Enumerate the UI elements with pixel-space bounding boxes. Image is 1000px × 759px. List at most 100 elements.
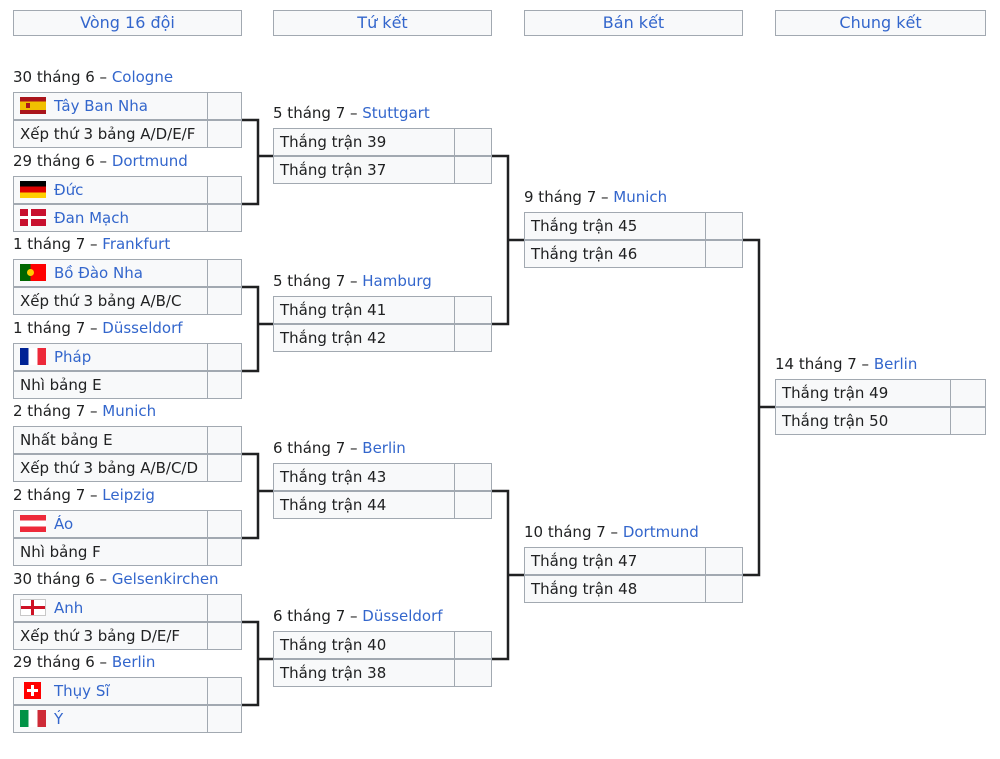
match-date: 9 tháng 7 – [524, 188, 614, 206]
team-score [705, 213, 742, 239]
team-row: Thắng trận 46 [524, 240, 743, 268]
team-score [454, 297, 491, 323]
team-slot: Thắng trận 41 [274, 297, 455, 323]
team-row: Thắng trận 39 [273, 128, 492, 156]
team-score [454, 129, 491, 155]
bracket-connector [242, 620, 273, 707]
bracket-connector [242, 452, 273, 540]
team-score [705, 548, 742, 574]
team-score [705, 241, 742, 267]
venue-link[interactable]: Stuttgart [362, 104, 430, 122]
team-slot[interactable]: Bồ Đào Nha [14, 260, 208, 286]
venue-link[interactable]: Leipzig [102, 486, 155, 504]
match-date: 30 tháng 6 – [13, 570, 112, 588]
match-date: 6 tháng 7 – [273, 439, 363, 457]
team-slot[interactable]: Tây Ban Nha [14, 93, 208, 119]
team-score [207, 372, 241, 398]
team-name: Nhì bảng E [20, 376, 102, 394]
team-name: Tây Ban Nha [54, 97, 148, 115]
france-flag-icon [20, 348, 46, 365]
team-slot[interactable]: Đan Mạch [14, 205, 208, 231]
venue-link[interactable]: Berlin [362, 439, 406, 457]
team-slot[interactable]: Áo [14, 511, 208, 537]
team-row: Thắng trận 38 [273, 659, 492, 687]
match-date: 1 tháng 7 – [13, 319, 103, 337]
team-score [207, 288, 241, 314]
team-slot: Xếp thứ 3 bảng A/B/C [14, 288, 208, 314]
venue-link[interactable]: Dortmund [111, 152, 188, 170]
match-date: 29 tháng 6 – [13, 152, 112, 170]
team-slot: Thắng trận 50 [776, 408, 951, 434]
team-row: Xếp thứ 3 bảng D/E/F [13, 622, 242, 650]
team-row: Đức [13, 176, 242, 204]
team-row: Nhất bảng E [13, 426, 242, 454]
venue-link[interactable]: Gelsenkirchen [111, 570, 219, 588]
team-score [207, 539, 241, 565]
austria-flag-icon [20, 515, 46, 532]
team-row: Thắng trận 37 [273, 156, 492, 184]
team-slot: Thắng trận 43 [274, 464, 455, 490]
team-score [454, 632, 491, 658]
germany-flag-icon [20, 181, 46, 198]
venue-link[interactable]: Munich [102, 402, 157, 420]
england-flag-icon [20, 599, 46, 616]
team-name: Thắng trận 47 [531, 552, 638, 570]
match-date-venue: 2 tháng 7 – Leipzig [13, 485, 155, 505]
team-name: Thắng trận 41 [280, 301, 387, 319]
team-name: Thắng trận 39 [280, 133, 387, 151]
team-score [207, 121, 241, 147]
team-name: Xếp thứ 3 bảng A/B/C/D [20, 459, 199, 477]
team-name: Xếp thứ 3 bảng A/D/E/F [20, 125, 196, 143]
team-row: Thụy Sĩ [13, 677, 242, 705]
denmark-flag-icon [20, 209, 46, 226]
team-score [207, 455, 241, 481]
team-row: Thắng trận 42 [273, 324, 492, 352]
bracket-connector [492, 489, 524, 661]
bracket-connector [242, 118, 273, 206]
team-score [950, 380, 985, 406]
venue-link[interactable]: Berlin [873, 355, 918, 373]
team-score [207, 595, 241, 621]
team-slot[interactable]: Ý [14, 706, 208, 732]
venue-link[interactable]: Düsseldorf [362, 607, 443, 625]
venue-link[interactable]: Düsseldorf [102, 319, 183, 337]
team-row: Thắng trận 41 [273, 296, 492, 324]
team-name: Thắng trận 44 [280, 496, 387, 514]
team-slot: Thắng trận 47 [525, 548, 706, 574]
team-slot[interactable]: Pháp [14, 344, 208, 370]
team-slot: Thắng trận 49 [776, 380, 951, 406]
venue-link[interactable]: Cologne [111, 68, 174, 86]
match-date: 30 tháng 6 – [13, 68, 112, 86]
venue-link[interactable]: Frankfurt [102, 235, 171, 253]
team-name: Thắng trận 42 [280, 329, 387, 347]
team-score [454, 660, 491, 686]
team-name: Nhất bảng E [20, 431, 113, 449]
team-slot[interactable]: Đức [14, 177, 208, 203]
team-name: Thụy Sĩ [54, 682, 110, 700]
team-row: Thắng trận 50 [775, 407, 986, 435]
team-name: Thắng trận 43 [280, 468, 387, 486]
team-score [454, 464, 491, 490]
match-date-venue: 5 tháng 7 – Stuttgart [273, 103, 430, 123]
team-name: Pháp [54, 348, 92, 366]
round-header-quarter-final: Tứ kết [273, 10, 492, 36]
venue-link[interactable]: Berlin [111, 653, 156, 671]
venue-link[interactable]: Dortmund [622, 523, 699, 541]
team-name: Xếp thứ 3 bảng D/E/F [20, 627, 181, 645]
venue-link[interactable]: Munich [613, 188, 668, 206]
team-name: Đức [54, 181, 84, 199]
team-slot[interactable]: Anh [14, 595, 208, 621]
match-date-venue: 29 tháng 6 – Berlin [13, 652, 155, 672]
team-slot[interactable]: Thụy Sĩ [14, 678, 208, 704]
team-row: Nhì bảng F [13, 538, 242, 566]
venue-link[interactable]: Hamburg [362, 272, 432, 290]
match-date-venue: 10 tháng 7 – Dortmund [524, 522, 699, 542]
team-row: Xếp thứ 3 bảng A/B/C [13, 287, 242, 315]
team-score [207, 678, 241, 704]
match-date-venue: 9 tháng 7 – Munich [524, 187, 667, 207]
team-row: Nhì bảng E [13, 371, 242, 399]
bracket-connector [743, 238, 775, 577]
team-name: Xếp thứ 3 bảng A/B/C [20, 292, 182, 310]
match-date: 1 tháng 7 – [13, 235, 103, 253]
italy-flag-icon [20, 710, 46, 727]
